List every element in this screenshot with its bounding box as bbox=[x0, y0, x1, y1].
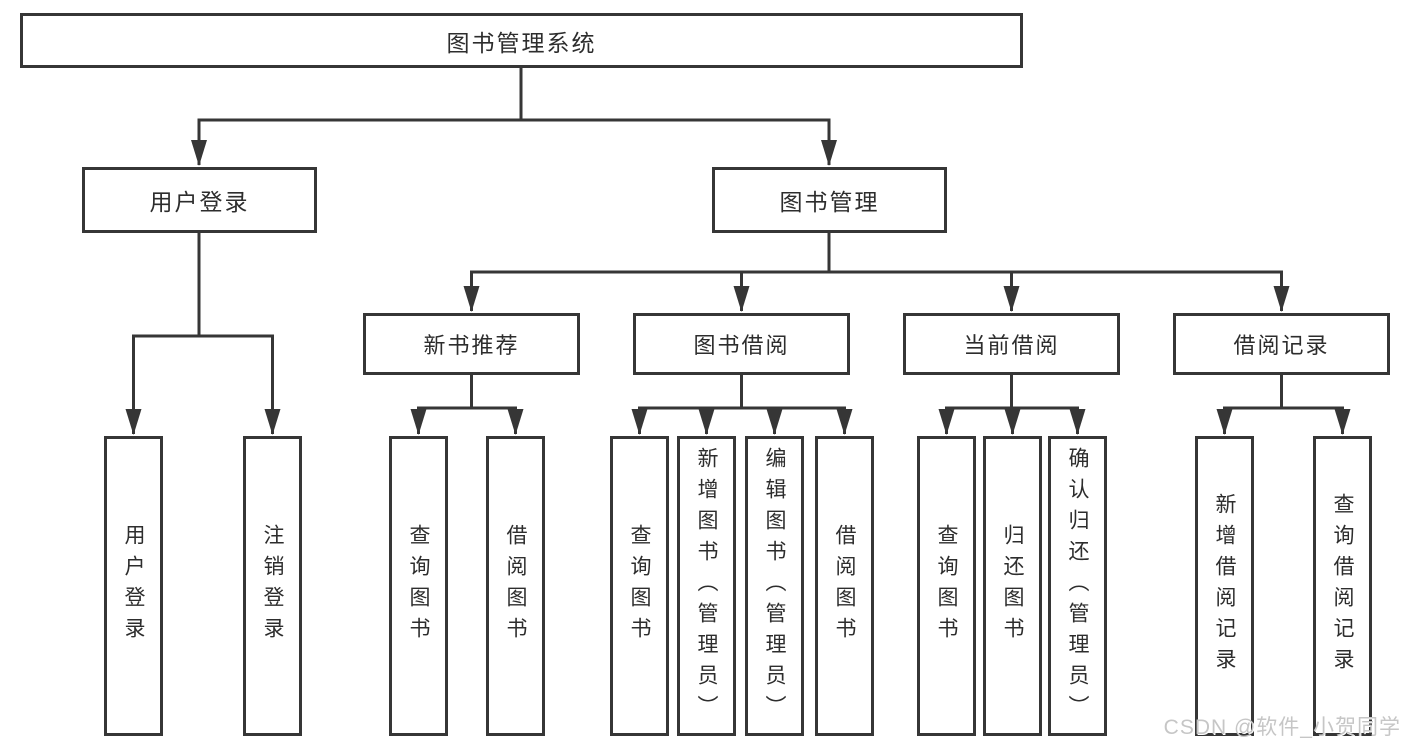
book-management-node-label: 图书管理 bbox=[779, 189, 880, 215]
book-borrow-node: 图书借阅 bbox=[633, 313, 850, 375]
leaf-borrow-query-books: 查询图书 bbox=[610, 436, 669, 736]
borrow-record-node: 借阅记录 bbox=[1173, 313, 1390, 375]
current-borrow-label: 当前借阅 bbox=[963, 333, 1060, 358]
leaf-newbook-query-books: 查询图书 bbox=[389, 436, 448, 736]
leaf-current-query-books: 查询图书 bbox=[917, 436, 976, 736]
new-book-recommend-node: 新书推荐 bbox=[363, 313, 580, 375]
leaf-borrow-edit-books-admin-label: 编辑图书（管理员） bbox=[763, 446, 786, 726]
leaf-logout-label: 注销登录 bbox=[261, 524, 284, 648]
csdn-watermark: CSDN @软件_小贺同学 bbox=[1163, 716, 1401, 739]
leaf-borrow-borrow-books-label: 借阅图书 bbox=[833, 524, 856, 648]
leaf-borrow-query-books-label: 查询图书 bbox=[628, 524, 651, 648]
leaf-borrow-borrow-books: 借阅图书 bbox=[815, 436, 874, 736]
leaf-logout: 注销登录 bbox=[243, 436, 302, 736]
leaf-user-login-label: 用户登录 bbox=[122, 524, 145, 648]
leaf-record-add-borrow-record-label: 新增借阅记录 bbox=[1213, 493, 1236, 679]
leaf-record-query-borrow-record: 查询借阅记录 bbox=[1313, 436, 1372, 736]
user-login-node-label: 用户登录 bbox=[149, 189, 250, 215]
leaf-current-query-books-label: 查询图书 bbox=[935, 524, 958, 648]
leaf-user-login: 用户登录 bbox=[104, 436, 163, 736]
leaf-newbook-query-books-label: 查询图书 bbox=[407, 524, 430, 648]
root-node-library-management-system: 图书管理系统 bbox=[20, 13, 1023, 68]
root-node-label: 图书管理系统 bbox=[446, 29, 597, 56]
leaf-borrow-add-books-admin-label: 新增图书（管理员） bbox=[695, 446, 718, 726]
leaf-current-return-books-label: 归还图书 bbox=[1001, 524, 1024, 648]
leaf-record-query-borrow-record-label: 查询借阅记录 bbox=[1331, 493, 1354, 679]
new-book-recommend-label: 新书推荐 bbox=[423, 333, 520, 358]
leaf-current-confirm-return-admin: 确认归还（管理员） bbox=[1048, 436, 1107, 736]
leaf-current-return-books: 归还图书 bbox=[983, 436, 1042, 736]
leaf-borrow-edit-books-admin: 编辑图书（管理员） bbox=[745, 436, 804, 736]
borrow-record-label: 借阅记录 bbox=[1233, 333, 1330, 358]
current-borrow-node: 当前借阅 bbox=[903, 313, 1120, 375]
leaf-newbook-borrow-books-label: 借阅图书 bbox=[504, 524, 527, 648]
leaf-current-confirm-return-admin-label: 确认归还（管理员） bbox=[1066, 446, 1089, 726]
book-borrow-label: 图书借阅 bbox=[693, 333, 790, 358]
leaf-newbook-borrow-books: 借阅图书 bbox=[486, 436, 545, 736]
leaf-borrow-add-books-admin: 新增图书（管理员） bbox=[677, 436, 736, 736]
leaf-record-add-borrow-record: 新增借阅记录 bbox=[1195, 436, 1254, 736]
book-management-node: 图书管理 bbox=[712, 167, 947, 233]
user-login-node: 用户登录 bbox=[82, 167, 317, 233]
